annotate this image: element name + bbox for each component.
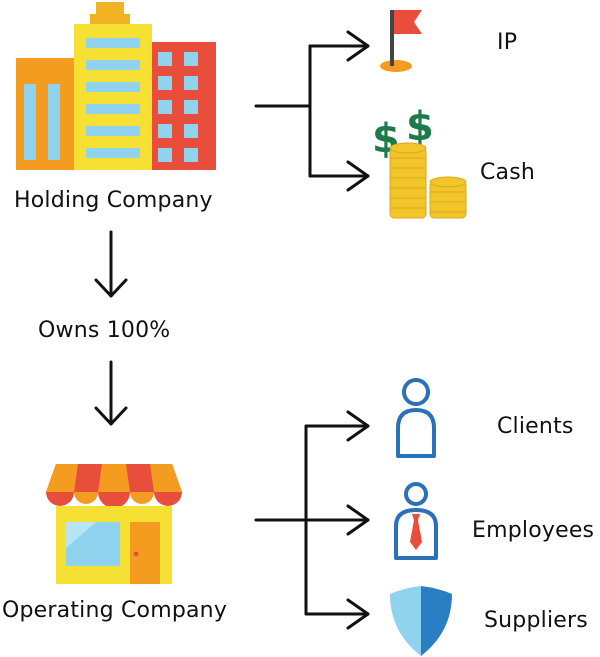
svg-text:$: $ — [406, 104, 434, 150]
shield-icon — [390, 586, 452, 656]
employees-label: Employees — [472, 518, 595, 543]
holding-company-label: Holding Company — [14, 188, 213, 213]
down-arrow-holding — [94, 230, 128, 298]
suppliers-label: Suppliers — [484, 608, 588, 633]
operating-company-label: Operating Company — [2, 598, 228, 623]
holding-assets-connector — [254, 30, 370, 192]
down-arrow-operating — [94, 360, 128, 426]
shop-icon — [46, 464, 182, 584]
ownership-label: Owns 100% — [38, 318, 171, 343]
clients-label: Clients — [497, 414, 574, 439]
holding-building-icon — [16, 2, 216, 170]
cash-icon: $ $ — [372, 104, 467, 219]
cash-label: Cash — [480, 160, 536, 185]
flag-icon — [380, 10, 422, 72]
employee-person-icon — [394, 482, 438, 560]
client-person-icon — [396, 378, 436, 458]
operating-parties-connector — [254, 410, 370, 630]
ip-label: IP — [497, 30, 518, 55]
